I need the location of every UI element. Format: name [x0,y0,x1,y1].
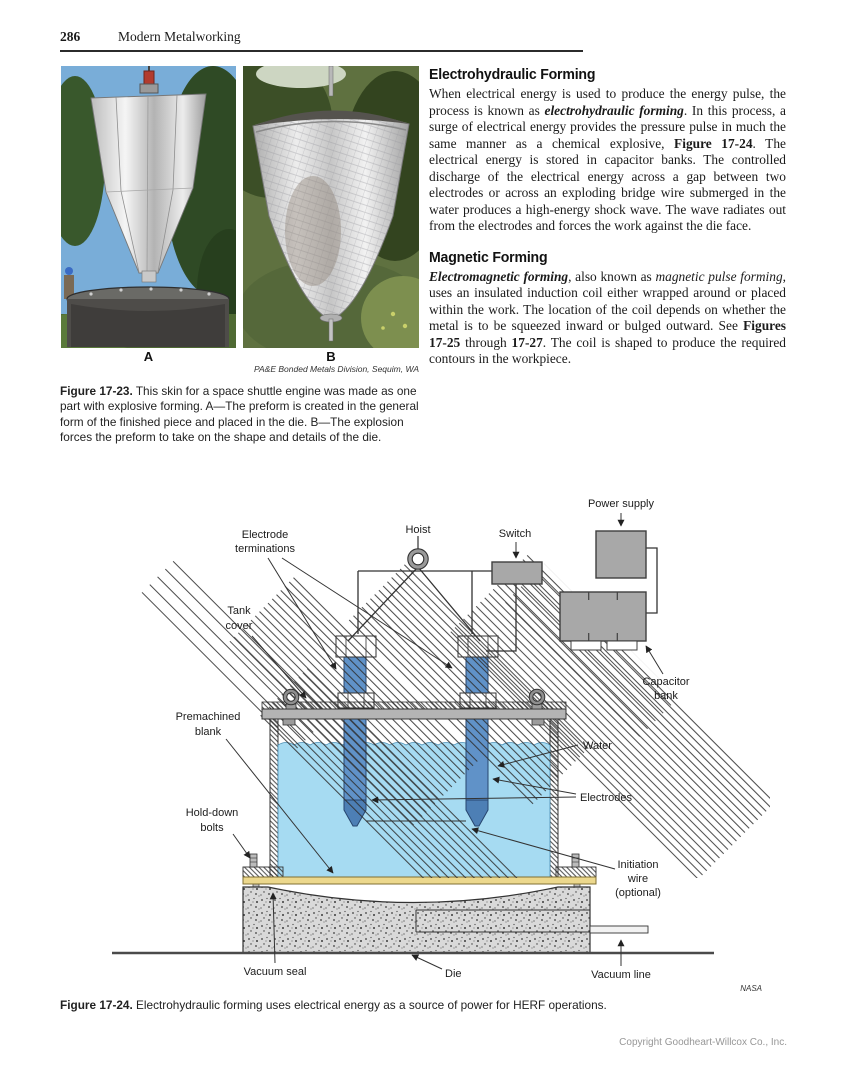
page-number: 286 [60,29,81,44]
hatch-bands [137,553,770,878]
hold-down-bolt [571,853,580,868]
label-capacitor-bank: bank [654,690,678,702]
hold-down-bolt [249,853,258,868]
header-rule [60,50,583,52]
label-hold-down-bolts: Hold-down [186,807,239,819]
label-hold-down-bolts: bolts [200,822,224,834]
label-capacitor-bank: Capacitor [642,676,689,688]
label-switch: Switch [499,528,531,540]
figure-17-23-caption-lead: Figure 17-23. [60,384,133,398]
photo-b [243,66,419,348]
diagram-credit: NASA [740,984,762,993]
label-vacuum-line: Vacuum line [591,969,651,981]
hoist-ring [407,536,429,570]
leader-lines [225,513,664,970]
label-hoist: Hoist [405,524,430,536]
photo-credit: PA&E Bonded Metals Division, Sequim, WA [253,364,419,374]
eye-bolt [282,688,300,710]
copyright-notice: Copyright Goodheart-Willcox Co., Inc. [619,1037,787,1048]
figure-17-24-caption-text: Electrohydraulic forming uses electrical… [132,998,607,1012]
section-heading-magnetic: Magnetic Forming [429,248,548,266]
section-paragraph-magnetic: Electromagnetic forming, also known as m… [429,268,786,367]
photo-a [61,66,236,348]
figure-17-24-caption-lead: Figure 17-24. [60,998,133,1012]
section-heading-electrohydraulic: Electrohydraulic Forming [429,66,596,83]
vacuum-duct [415,909,590,933]
die-block [242,886,649,954]
section-paragraph-electrohydraulic: When electrical energy is used to produc… [429,86,787,233]
wiring [347,547,658,652]
switch-box [491,561,543,585]
label-premachined-blank: Premachined [176,711,241,723]
label-initiation-wire: wire [627,873,648,885]
label-power-supply: Power supply [588,498,655,510]
label-die: Die [445,968,462,980]
label-electrode-terminations: Electrode [242,529,288,541]
label-electrodes: Electrodes [580,792,632,804]
label-tank-cover: cover [226,620,253,632]
label-vacuum-seal: Vacuum seal [244,966,307,978]
book-title: Modern Metalworking [118,29,241,44]
photo-a-label: A [143,349,154,364]
label-initiation-wire: (optional) [615,887,661,899]
text-column: Electrohydraulic Forming When electrical… [429,66,786,368]
figure-17-24-diagram: Electrode terminations Hoist Switch Powe… [112,498,770,993]
label-initiation-wire: Initiation [618,859,659,871]
power-supply-box [595,530,647,579]
label-premachined-blank: blank [195,726,222,738]
label-tank-cover: Tank [227,605,251,617]
figure-17-23-caption-text: This skin for a space shuttle engine was… [60,384,419,444]
premachined-blank-sheet [242,876,597,885]
label-electrode-terminations: terminations [235,543,295,555]
figure-17-23-caption: Figure 17-23. This skin for a space shut… [60,384,422,445]
label-water: Water [583,740,612,752]
tank-cover-bar [261,708,567,726]
figure-17-24-caption: Figure 17-24. Electrohydraulic forming u… [60,998,787,1012]
eye-bolt [528,688,546,710]
capacitor-bank-box [559,591,647,651]
photo-b-label: B [326,349,336,364]
vacuum-line-tube [589,925,649,934]
